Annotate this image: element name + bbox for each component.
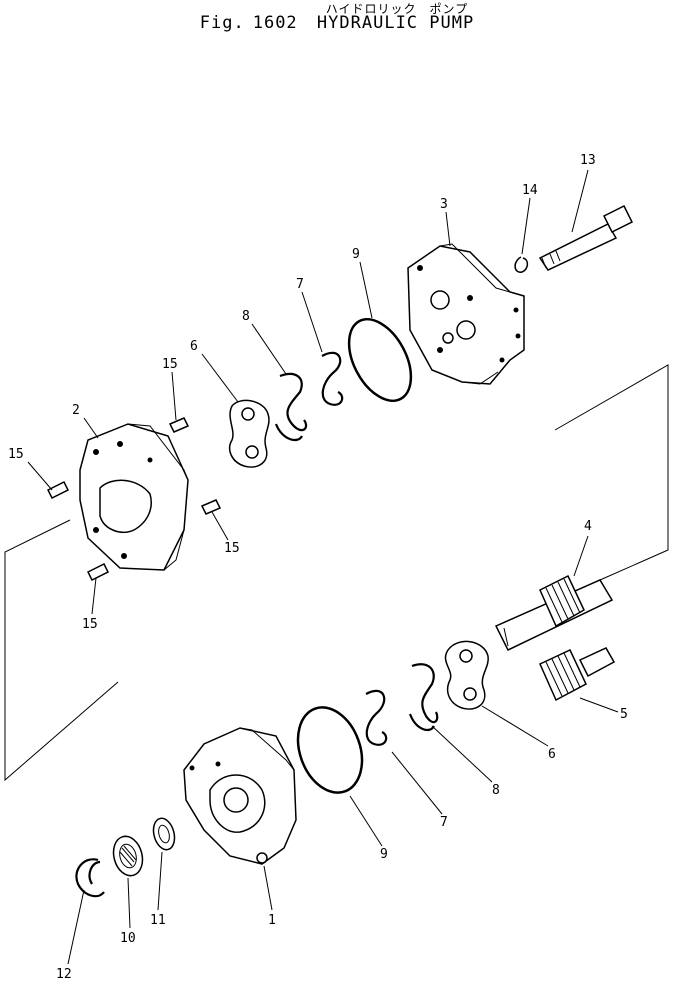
callout-6-lower: 6 — [548, 747, 556, 762]
part-12-snap-ring — [75, 858, 105, 898]
callout-7-lower: 7 — [440, 815, 448, 830]
part-8-seal-lower — [408, 663, 439, 732]
part-15-dowel-pins — [46, 417, 222, 582]
part-8-seal-upper — [274, 372, 308, 442]
callout-8-lower: 8 — [492, 783, 500, 798]
callout-15-right: 15 — [224, 541, 240, 556]
part-9-o-ring-upper — [347, 318, 413, 402]
callout-4: 4 — [584, 519, 592, 534]
callout-5: 5 — [620, 707, 628, 722]
part-13-bolt — [538, 204, 634, 271]
leader-lines — [27, 169, 619, 965]
part-10-oil-seal — [112, 835, 144, 877]
callout-15-bottom: 15 — [82, 617, 98, 632]
part-7-clip-lower — [365, 689, 388, 746]
part-11-washer — [152, 817, 176, 851]
callout-12: 12 — [56, 967, 72, 982]
part-3-housing — [407, 243, 525, 385]
callout-11: 11 — [150, 913, 166, 928]
assembly-lines — [4, 364, 669, 782]
callout-15-top: 15 — [162, 357, 178, 372]
callout-labels: 13 14 3 9 7 8 6 15 2 15 15 15 4 5 6 8 7 … — [8, 153, 628, 982]
figure-title: Fig. 1602 HYDRAULIC PUMP — [0, 13, 674, 33]
subtitle-japanese: ハイドロリック ポンプ — [325, 2, 469, 16]
part-1-front-cover — [183, 727, 297, 865]
part-6-bushing-plate-upper — [228, 399, 270, 468]
part-7-clip-upper — [321, 351, 344, 406]
callout-3: 3 — [440, 197, 448, 212]
callout-15-left: 15 — [8, 447, 24, 462]
part-14-lock-washer — [514, 256, 529, 273]
callout-7-upper: 7 — [296, 277, 304, 292]
callout-8-upper: 8 — [242, 309, 250, 324]
callout-2: 2 — [72, 403, 80, 418]
part-5-driven-gear — [539, 647, 616, 702]
callout-1: 1 — [268, 913, 276, 928]
callout-13: 13 — [580, 153, 596, 168]
figure-label: Fig. — [199, 13, 245, 33]
callout-9-lower: 9 — [380, 847, 388, 862]
part-6-bushing-plate-lower — [444, 640, 489, 710]
figure-caption: HYDRAULIC PUMP — [316, 13, 475, 33]
part-4-drive-shaft-gear — [494, 574, 614, 651]
callout-9-upper: 9 — [352, 247, 360, 262]
callout-14: 14 — [522, 183, 538, 198]
figure-number: 1602 — [252, 13, 298, 33]
part-2-flange-plate — [79, 423, 189, 571]
callout-10: 10 — [120, 931, 136, 946]
part-9-o-ring-lower — [296, 706, 364, 794]
callout-6-upper: 6 — [190, 339, 198, 354]
